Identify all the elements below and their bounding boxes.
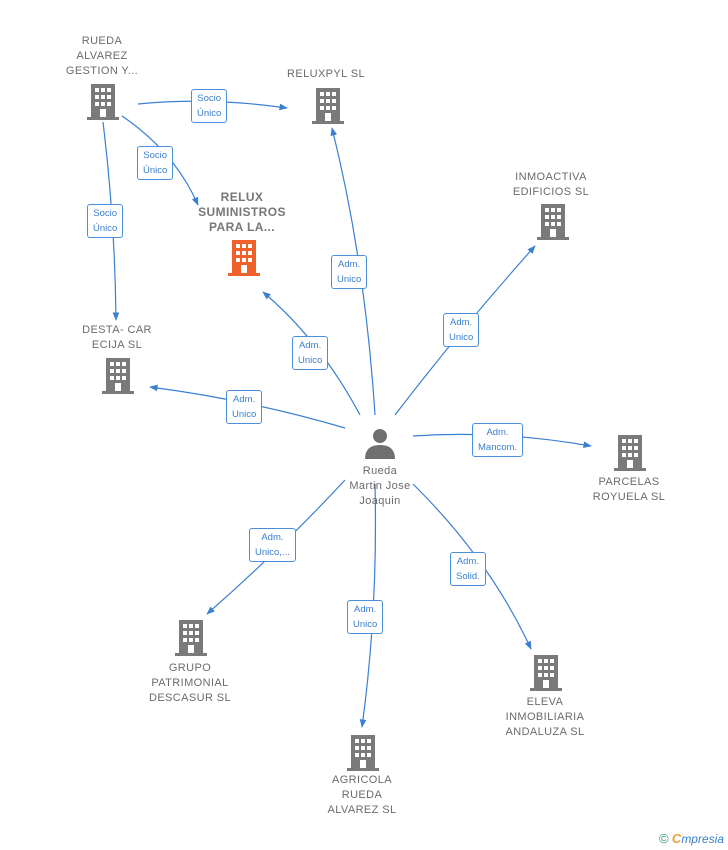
building-icon[interactable] xyxy=(102,358,134,394)
building-icon[interactable] xyxy=(312,88,344,124)
node-label-eleva[interactable]: ELEVA INMOBILIARIA ANDALUZA SL xyxy=(505,696,585,738)
building-icon[interactable] xyxy=(175,620,207,656)
building-icon[interactable] xyxy=(347,735,379,771)
building-icon[interactable] xyxy=(530,655,562,691)
node-label-grupo-patrimonial[interactable]: GRUPO PATRIMONIAL DESCASUR SL xyxy=(148,662,232,704)
relation-badge[interactable]: Adm.Solid. xyxy=(450,552,486,586)
building-icon-highlighted[interactable] xyxy=(228,240,260,276)
node-label-reluxpyl[interactable]: RELUXPYL SL xyxy=(287,68,365,80)
person-icon[interactable] xyxy=(365,428,395,460)
relation-badge[interactable]: Adm.Unico xyxy=(443,313,480,347)
building-icon[interactable] xyxy=(87,84,119,120)
relation-badge[interactable]: Adm.Unico xyxy=(331,255,368,289)
relation-badge[interactable]: Adm.Unico xyxy=(292,336,329,370)
node-label-desta-car[interactable]: DESTA- CAR ECIJA SL xyxy=(82,324,152,351)
node-label-person[interactable]: Rueda Martin Jose Joaquin xyxy=(349,465,411,507)
relation-badge[interactable]: Adm.Unico xyxy=(226,390,263,424)
copyright-symbol: © xyxy=(658,831,669,846)
brand-name: mpresia xyxy=(681,832,724,846)
node-label-inmoactiva[interactable]: INMOACTIVA EDIFICIOS SL xyxy=(512,171,590,198)
node-label-agricola[interactable]: AGRICOLA RUEDA ALVAREZ SL xyxy=(327,774,397,816)
node-label-parcelas[interactable]: PARCELAS ROYUELA SL xyxy=(592,476,666,503)
building-icon[interactable] xyxy=(537,204,569,240)
node-label-rueda-alvarez[interactable]: RUEDA ALVAREZ GESTION Y... xyxy=(65,35,139,77)
building-icon[interactable] xyxy=(614,435,646,471)
node-label-relux-suministros[interactable]: RELUX SUMINISTROS PARA LA... xyxy=(198,190,286,234)
relation-badge[interactable]: Adm.Mancom. xyxy=(472,423,524,457)
relation-badge[interactable]: Adm.Unico,... xyxy=(249,528,296,562)
brand-initial: C xyxy=(671,831,682,846)
relation-badge[interactable]: Adm.Unico xyxy=(347,600,384,634)
brand-watermark: © Cmpresia xyxy=(659,831,724,846)
